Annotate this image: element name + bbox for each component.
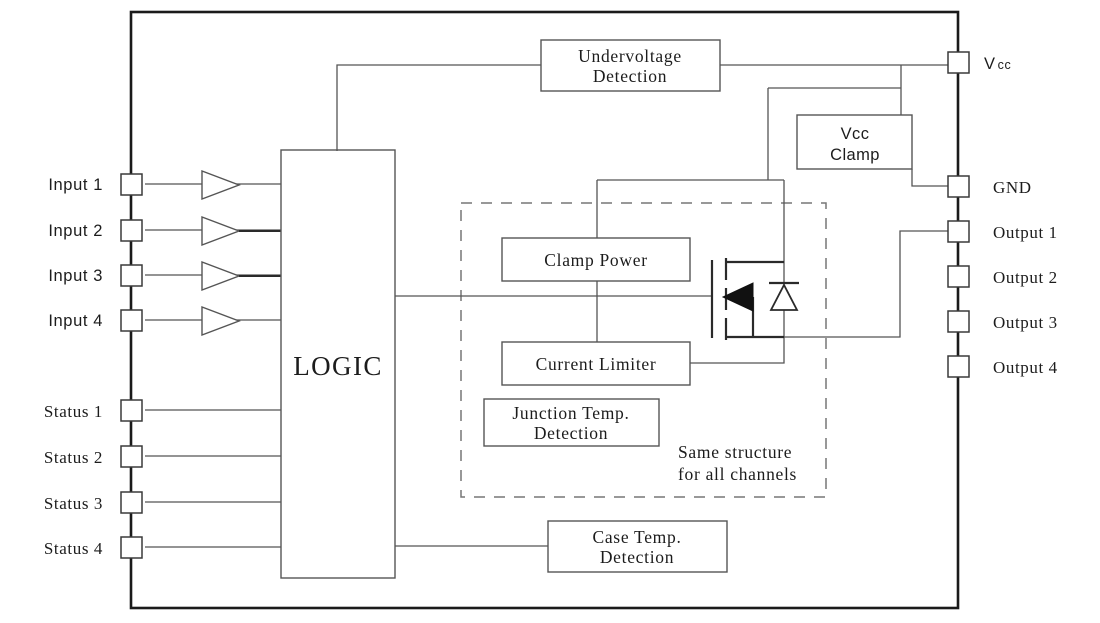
clamp-power-block[interactable]: [501, 237, 691, 282]
pin-label-gnd: GND: [993, 178, 1032, 197]
pin-label-output-1: Output 1: [993, 223, 1058, 242]
junction-temp-line-1: Junction Temp.: [512, 403, 629, 423]
case-temp-line-2: Detection: [600, 547, 674, 567]
current-limiter-label: Current Limiter: [536, 354, 657, 374]
right-pads: [947, 51, 970, 378]
case-temp-line-1: Case Temp.: [592, 527, 681, 547]
undervoltage-detection-line-1: Undervoltage: [578, 46, 682, 66]
input-buffer-amplifiers: [201, 169, 281, 337]
pin-label-status-2: Status 2: [44, 448, 103, 467]
pad-input-4[interactable]: [120, 309, 143, 332]
pin-label-input-3: Input 3: [48, 267, 103, 285]
logic-block[interactable]: [280, 149, 396, 579]
pin-label-input-2: Input 2: [48, 222, 103, 240]
vcc-clamp-line-1: Vcc: [841, 125, 870, 143]
pad-input-3[interactable]: [120, 264, 143, 287]
device-outline: [129, 10, 960, 610]
pad-output-3[interactable]: [947, 310, 970, 333]
pad-status-2[interactable]: [120, 445, 143, 468]
pad-output-4[interactable]: [947, 355, 970, 378]
pin-label-output-4: Output 4: [993, 358, 1058, 377]
power-mosfet-symbol: [710, 258, 784, 340]
pin-label-status-1: Status 1: [44, 402, 103, 421]
pad-input-1[interactable]: [120, 173, 143, 196]
pad-input-2[interactable]: [120, 219, 143, 242]
pad-status-4[interactable]: [120, 536, 143, 559]
junction-temp-line-2: Detection: [534, 423, 608, 443]
undervoltage-detection-line-2: Detection: [593, 66, 667, 86]
channel-boundary-dashed: [460, 202, 827, 498]
pin-label-vcc-sub: cc: [998, 58, 1012, 72]
pad-status-1[interactable]: [120, 399, 143, 422]
pad-output-2[interactable]: [947, 265, 970, 288]
vcc-clamp-block[interactable]: [796, 114, 913, 170]
undervoltage-wiring: [336, 64, 948, 151]
vcc-clamp-line-2: Clamp: [830, 146, 880, 164]
pin-label-input-4: Input 4: [48, 312, 103, 330]
logic-block-label: LOGIC: [293, 351, 383, 381]
clamp-diode-symbol: [769, 281, 799, 311]
pad-output-1[interactable]: [947, 220, 970, 243]
output-1-wire: [784, 230, 948, 338]
clamp-power-label: Clamp Power: [544, 250, 647, 270]
pad-status-3[interactable]: [120, 491, 143, 514]
same-structure-note-line-1: Same structure: [678, 442, 792, 462]
pin-label-output-3: Output 3: [993, 313, 1058, 332]
same-structure-note-line-2: for all channels: [678, 464, 797, 484]
pin-label-status-3: Status 3: [44, 494, 103, 513]
pin-label-vcc-main: V: [984, 55, 996, 73]
undervoltage-detection-block[interactable]: [540, 39, 721, 92]
current-sense-wire: [690, 355, 785, 364]
left-pads: [120, 173, 143, 559]
junction-temp-detection-block[interactable]: [483, 398, 660, 447]
current-limiter-block[interactable]: [501, 341, 691, 386]
drain-rail: [596, 179, 785, 355]
pin-label-status-4: Status 4: [44, 539, 103, 558]
pin-label-output-2: Output 2: [993, 268, 1058, 287]
pad-vcc[interactable]: [947, 51, 970, 74]
vcc-clamp-wiring: [767, 65, 948, 187]
pin-label-input-1: Input 1: [48, 176, 103, 194]
pad-gnd[interactable]: [947, 175, 970, 198]
case-temp-detection-block[interactable]: [547, 520, 728, 573]
